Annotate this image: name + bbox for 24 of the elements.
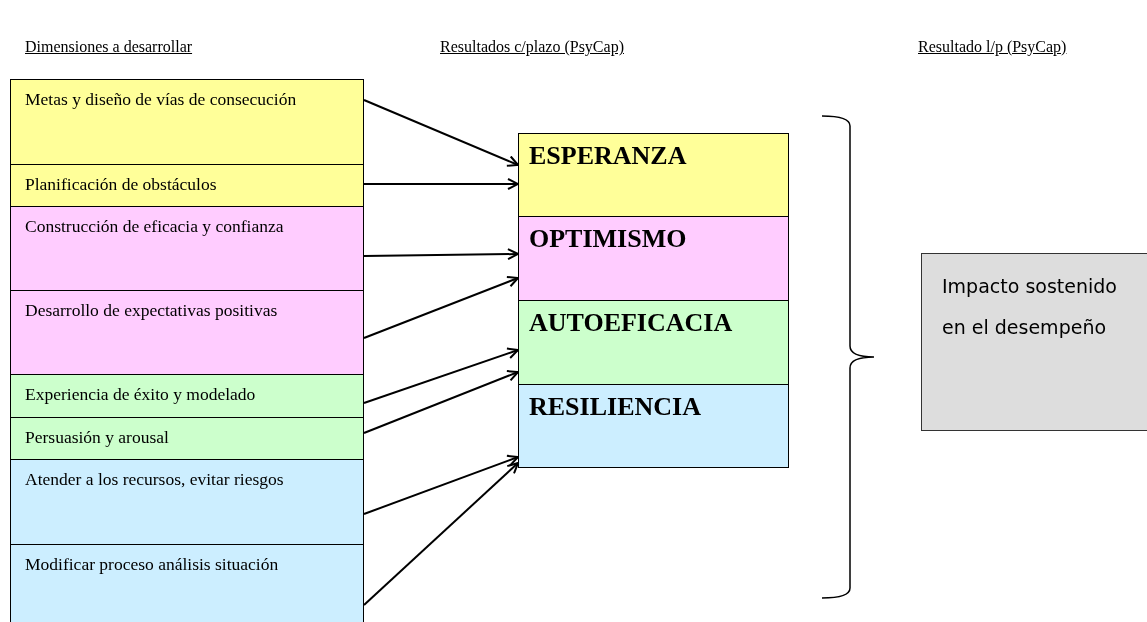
arrow (363, 275, 519, 339)
arrow (363, 462, 519, 606)
outcome-box: OPTIMISMO (518, 216, 789, 301)
arrow (363, 99, 519, 167)
arrow (363, 178, 519, 190)
arrow (363, 248, 519, 261)
arrow (363, 347, 519, 404)
dimension-box: Metas y diseño de vías de consecución (10, 79, 364, 165)
arrow (363, 370, 519, 434)
outcome-box: RESILIENCIA (518, 384, 789, 468)
dimension-box: Modificar proceso análisis situación (10, 544, 364, 622)
dimension-box: Experiencia de éxito y modelado (10, 374, 364, 418)
dimension-box: Desarrollo de expectativas positivas (10, 290, 364, 375)
column-heading: Resultado l/p (PsyCap) (918, 38, 1067, 56)
dimension-box: Planificación de obstáculos (10, 164, 364, 207)
outcome-box: ESPERANZA (518, 133, 789, 217)
column-heading: Dimensiones a desarrollar (25, 38, 193, 56)
dimension-box: Persuasión y arousal (10, 417, 364, 460)
result-box: Impacto sostenido en el desempeño (921, 253, 1147, 431)
dimension-box: Atender a los recursos, evitar riesgos (10, 459, 364, 545)
arrow (363, 454, 519, 515)
column-heading: Resultados c/plazo (PsyCap) (440, 38, 624, 56)
dimension-box: Construcción de eficacia y confianza (10, 206, 364, 291)
outcome-box: AUTOEFICACIA (518, 300, 789, 385)
